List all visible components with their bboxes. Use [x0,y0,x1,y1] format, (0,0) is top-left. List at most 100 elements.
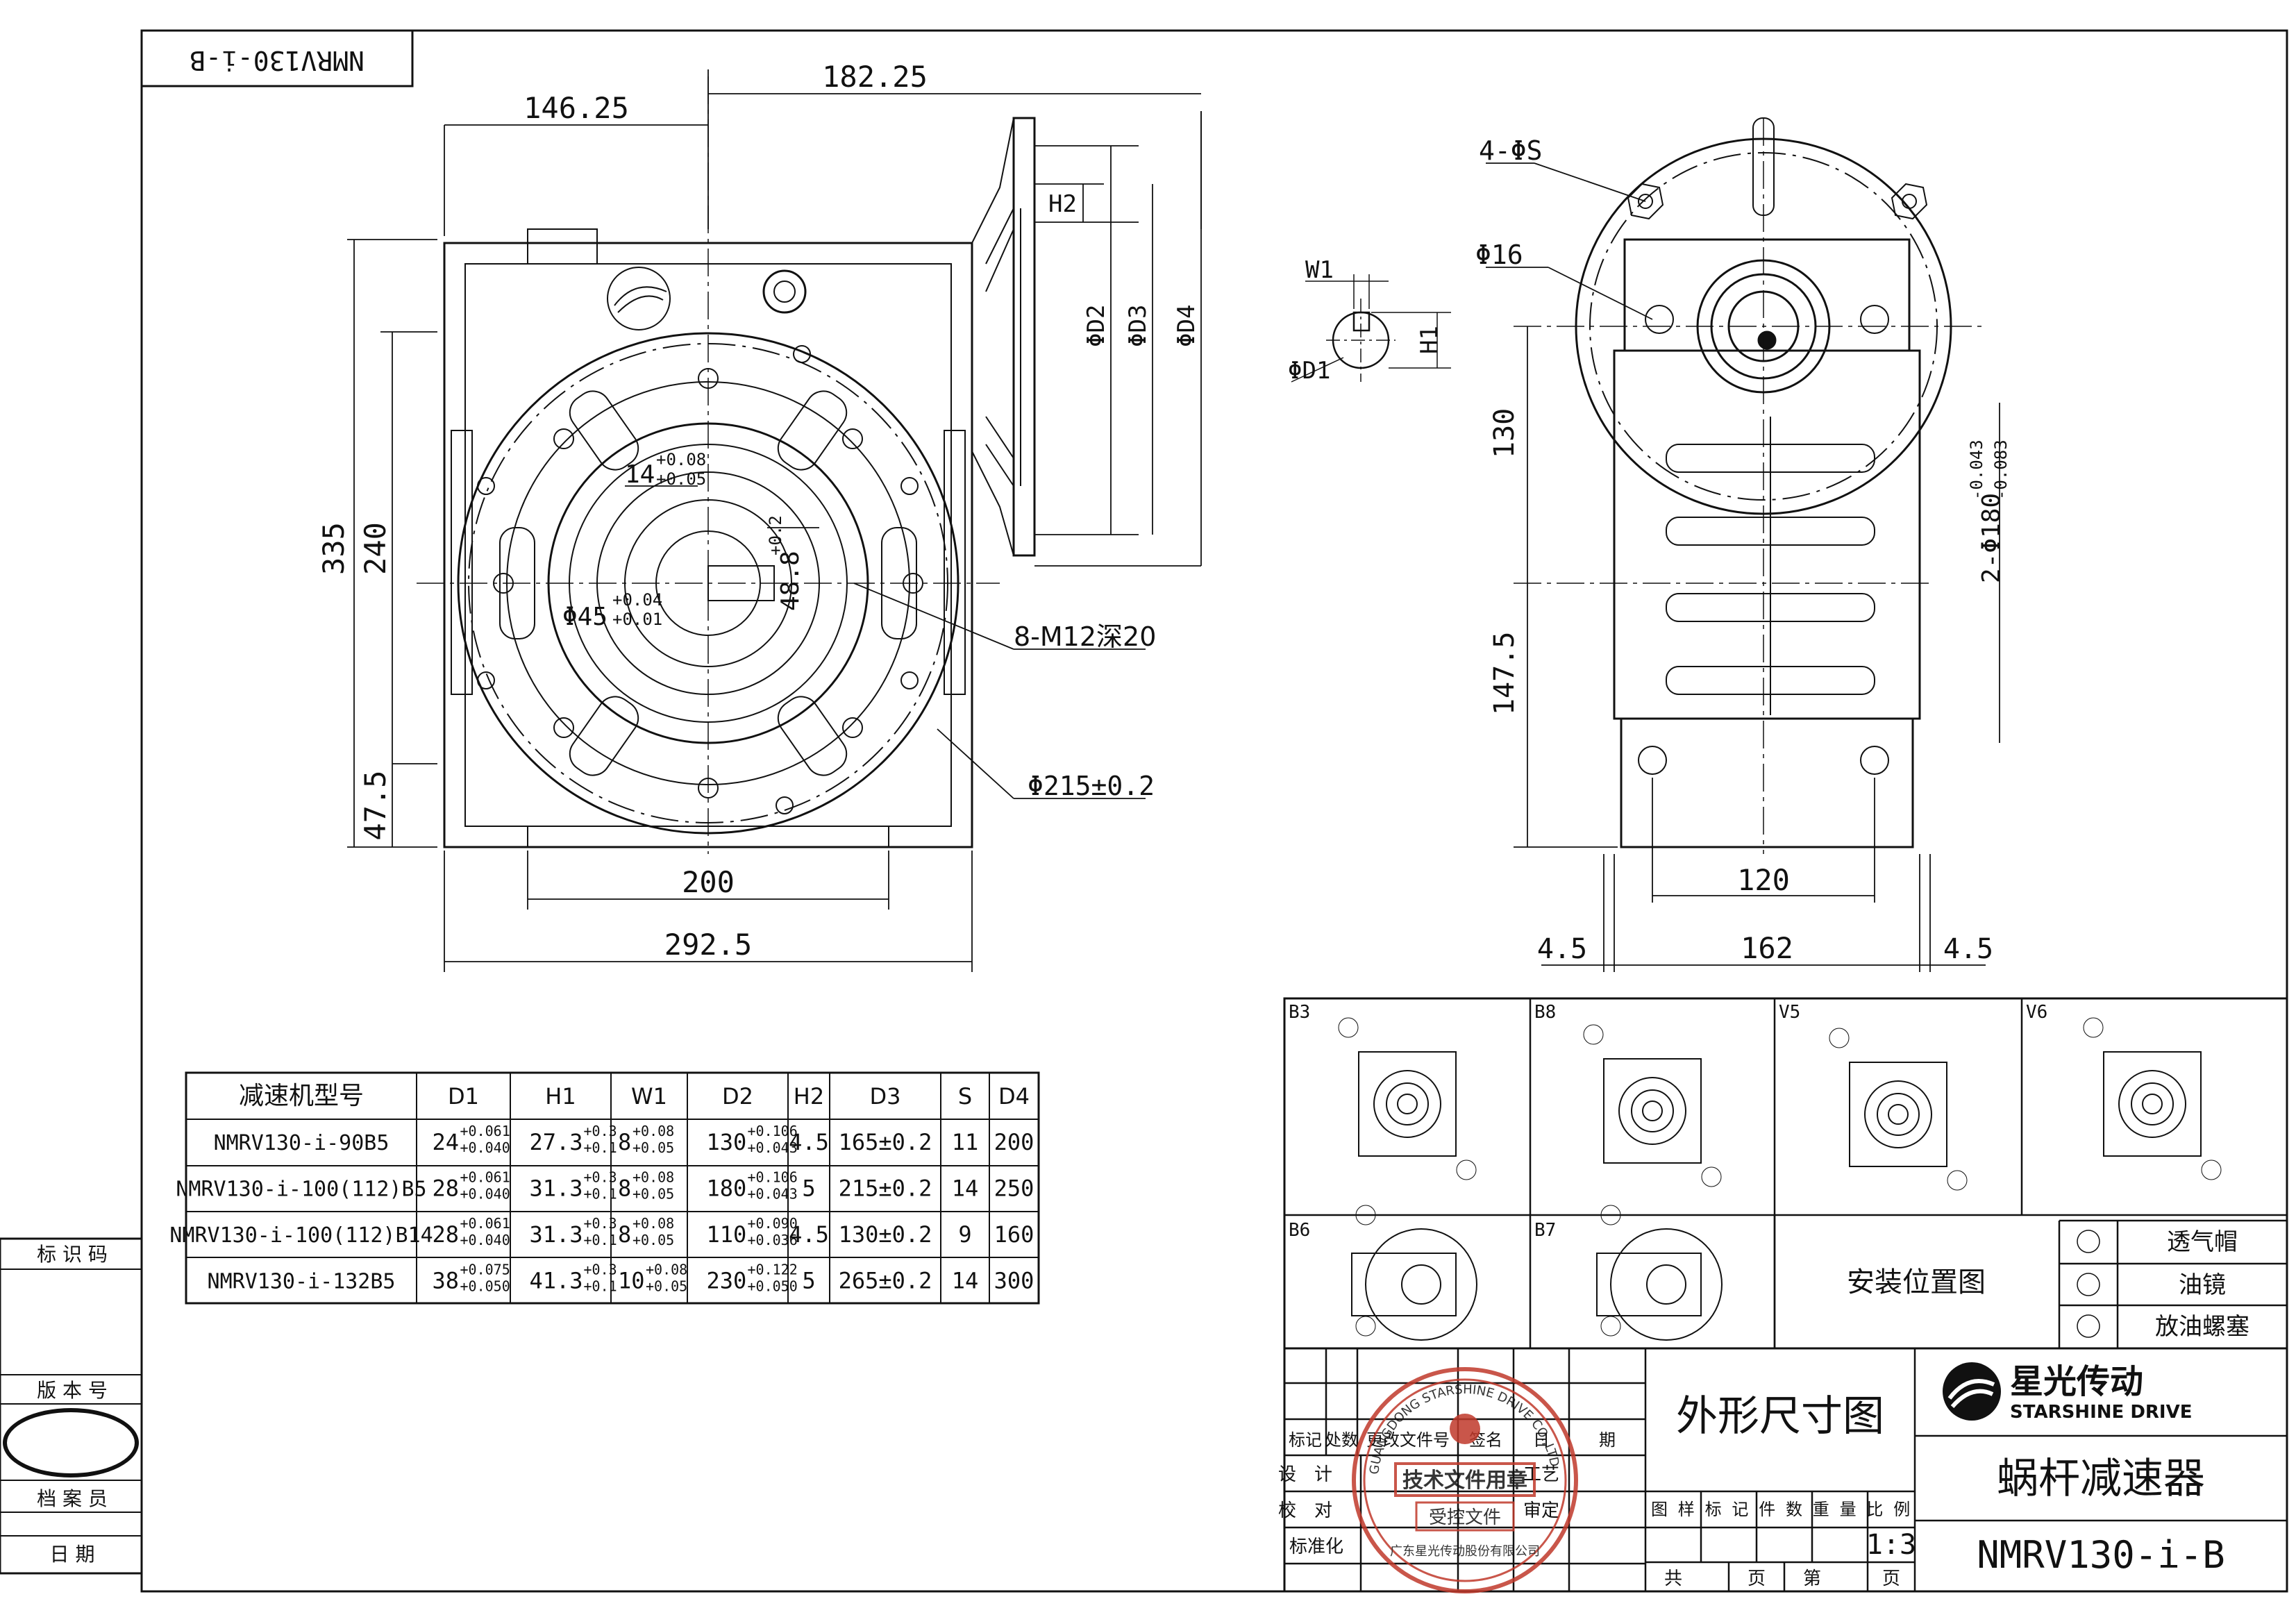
dim-w1: W1 [1305,256,1334,284]
shaft-detail [1291,274,1451,383]
date-label: 日 期 [50,1543,95,1566]
mount-labels: B3 B8 V5 V6 B6 B7 安装位置图 透气帽 油镜 放油螺塞 [1289,1002,2249,1341]
spec-header-cell: D1 [448,1083,479,1110]
approve-label: 审定 [1523,1500,1559,1521]
spec-tol-up: +0.106 [748,1169,798,1186]
spec-tol-lo: +0.050 [748,1278,798,1295]
spec-tol-up: +0.061 [460,1123,510,1139]
mount-thumbnail [1583,1024,1722,1187]
meta-header-cell: 数 [1786,1500,1802,1519]
spec-tol-lo: +0.05 [632,1186,674,1203]
dim-d3: ΦD3 [1124,305,1152,347]
spec-tol-lo: +0.036 [748,1232,798,1248]
spec-value-cell: 300 [994,1268,1034,1294]
mount-b3-label: B3 [1289,1002,1310,1023]
spec-tol-up: +0.3 [584,1262,617,1278]
version-label: 版 本 号 [37,1379,108,1402]
dim-d16: Φ16 [1475,240,1523,270]
dim-bore-tol-lo: +0.01 [612,610,662,629]
spec-tol-lo: +0.1 [584,1232,617,1248]
spec-value-cell: 230 [707,1268,747,1294]
spec-tol-up: +0.08 [646,1262,687,1278]
spec-model-cell: NMRV130-i-90B5 [214,1131,389,1155]
dim-120: 120 [1737,863,1790,897]
mount-thumbnail [1351,1205,1477,1341]
spec-tol-up: +0.122 [748,1262,798,1278]
spec-value-cell: 14 [952,1268,979,1294]
design-label: 设 计 [1278,1464,1332,1485]
spec-value-cell: 165±0.2 [839,1129,932,1155]
meta-header-cell: 样 [1678,1500,1695,1519]
spec-tol-lo: +0.040 [460,1139,510,1156]
sheet-border [140,29,2288,1593]
page-unit-label: 页 [1748,1568,1766,1589]
spec-tol-lo: +0.043 [748,1139,798,1156]
spec-value-cell: 11 [952,1129,979,1155]
spec-value-cell: 265±0.2 [839,1268,932,1294]
dim-d2: ΦD2 [1082,305,1110,347]
spec-value-cell: 41.3 [530,1268,583,1294]
meta-header-cell: 标 [1705,1500,1722,1519]
meta-header-cell: 件 [1759,1500,1775,1519]
meta-header-cell: 比 [1866,1500,1883,1519]
spec-value-cell: 24 [433,1129,460,1155]
spec-value-cell: 38 [433,1268,460,1294]
spec-header-cell: S [958,1083,972,1110]
spec-tol-up: +0.3 [584,1169,617,1186]
spec-header-cell: 减速机型号 [239,1082,364,1110]
spec-value-cell: 28 [433,1175,460,1202]
spec-header-cell: H2 [794,1083,824,1110]
meta-header-cell: 记 [1732,1500,1748,1519]
dim-keywidth: 14 [625,460,655,489]
legend-drain-plug: 放油螺塞 [2155,1313,2249,1341]
spec-tol-lo: +0.1 [584,1139,617,1156]
dim-335: 335 [317,522,351,575]
spec-tol-up: +0.3 [584,1215,617,1232]
meta-header-cell: 图 [1651,1500,1668,1519]
spec-value-cell: 200 [994,1129,1034,1155]
spec-model-cell: NMRV130-i-100(112)B5 [176,1178,426,1202]
sight-glass-icon [2077,1273,2100,1296]
dim-130: 130 [1489,408,1520,458]
spec-tol-lo: +0.05 [632,1232,674,1248]
spec-value-cell: 160 [994,1221,1034,1248]
spec-header-cell: D4 [998,1083,1030,1110]
mount-v6-label: V6 [2026,1002,2047,1023]
title-block [1283,1347,2288,1593]
mount-thumbnail [1338,1017,1477,1180]
dim-240: 240 [358,522,392,575]
spec-value-cell: 110 [707,1221,747,1248]
mount-b7-label: B7 [1534,1220,1556,1241]
logo-en: STARSHINE DRIVE [2010,1402,2192,1423]
dim-keywidth-tol-up: +0.08 [656,450,706,469]
dim-h1: H1 [1416,326,1443,354]
spec-tol-lo: +0.05 [646,1278,687,1295]
legend-breather: 透气帽 [2167,1228,2238,1256]
front-view [347,69,1202,972]
spec-tol-lo: +0.043 [748,1186,798,1203]
spec-value-cell: 31.3 [530,1221,583,1248]
archivist-label: 档 案 员 [37,1487,108,1510]
dim-keydepth: 48.8 [776,551,805,611]
craft-label: 工艺 [1523,1464,1559,1485]
spec-value-cell: 10 [618,1268,645,1294]
spec-tol-lo: +0.040 [460,1232,510,1248]
dim-foot: 2-Φ180 [1977,493,2006,583]
spec-tol-up: +0.075 [460,1262,510,1278]
mount-thumbnails [1338,1017,2222,1341]
spec-value-cell: 4.5 [789,1221,829,1248]
dim-162: 162 [1741,931,1793,965]
spec-value-cell: 14 [952,1175,979,1202]
spec-tol-up: +0.106 [748,1123,798,1139]
spec-tol-up: +0.08 [632,1169,674,1186]
dim-bore: Φ45 [562,603,607,631]
dim-keydepth-tol: +0.2 [766,515,785,555]
meta-header-cell: 例 [1893,1500,1910,1519]
side-dims: 4-ΦS Φ16 130 147.5 2-Φ180 -0.043 -0.083 … [1475,135,2011,965]
spec-tol-up: +0.08 [632,1215,674,1232]
